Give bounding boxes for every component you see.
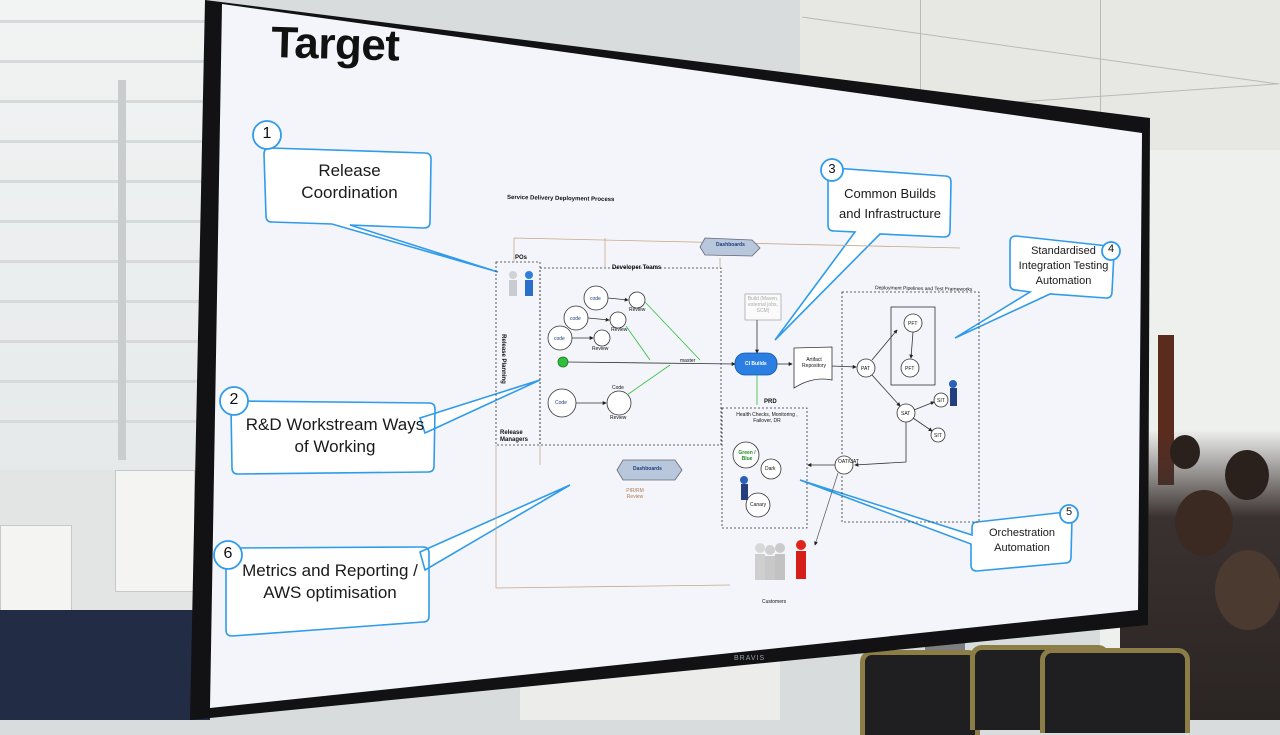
ci-builds-node xyxy=(734,352,778,376)
process-diagram xyxy=(495,237,980,589)
prd-box xyxy=(721,407,808,529)
television-screen xyxy=(190,0,1150,720)
window-blinds xyxy=(0,0,205,480)
release-planning-box xyxy=(495,261,541,446)
developer-teams-box xyxy=(539,267,722,446)
chair xyxy=(1040,648,1190,733)
radiator xyxy=(115,470,195,592)
customers-figures xyxy=(755,540,806,580)
robot-figures xyxy=(740,380,957,500)
callout-number-circles xyxy=(213,120,1121,570)
deployment-pipelines-box xyxy=(841,291,980,523)
callout-shapes xyxy=(225,147,1115,637)
carpet xyxy=(0,610,210,720)
po-figures xyxy=(509,271,533,296)
